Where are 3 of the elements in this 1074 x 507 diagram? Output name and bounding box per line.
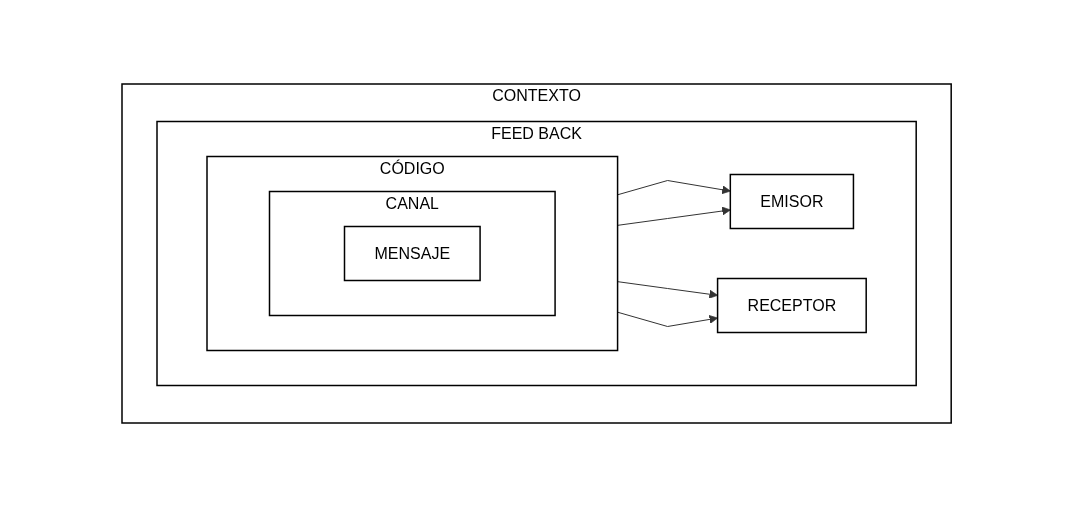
node-box: MENSAJE bbox=[344, 225, 482, 282]
node-box: EMISOR bbox=[730, 173, 855, 230]
node-box: RECEPTOR bbox=[717, 277, 868, 334]
